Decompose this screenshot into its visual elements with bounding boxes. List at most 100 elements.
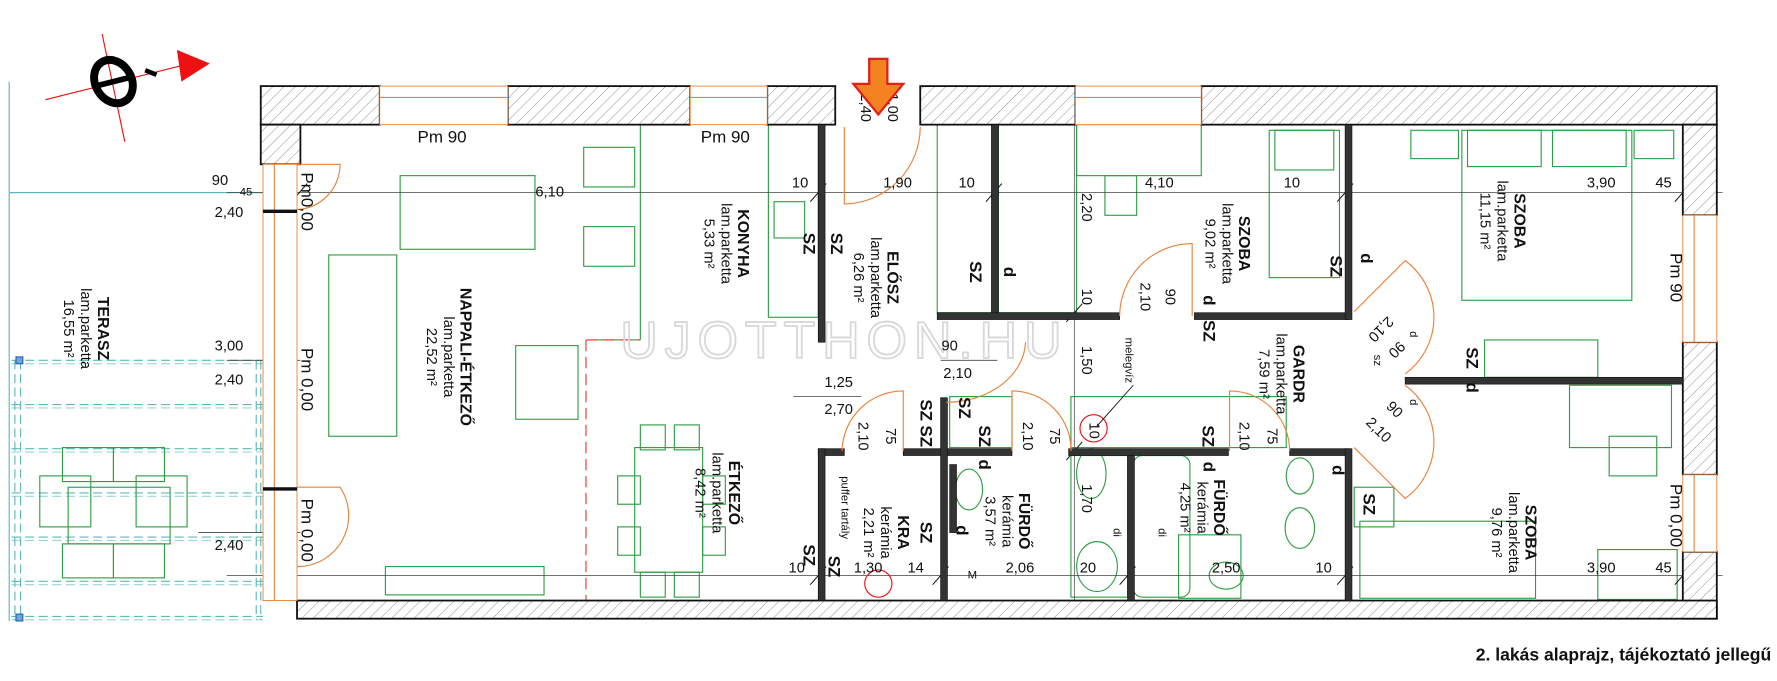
walls-layer — [259, 85, 1718, 620]
dimension-label: 2,50 — [1212, 561, 1241, 577]
door[interactable] — [946, 342, 1027, 403]
window-label: Pm 0,00 — [298, 348, 317, 411]
room-floor: lam.parketta — [867, 237, 883, 319]
dimension-label: 3,90 — [1587, 561, 1616, 577]
chair — [639, 571, 666, 598]
chair — [702, 475, 726, 505]
room-marker: d — [1329, 465, 1348, 475]
room-marker: sz — [1371, 355, 1383, 367]
dimension-label: 2,10 — [1235, 422, 1251, 451]
room-marker: d — [975, 459, 994, 469]
interior-wall — [817, 448, 826, 601]
interior-wall — [1404, 376, 1684, 385]
interior-wall — [1068, 448, 1229, 456]
room-marker: d — [1200, 295, 1219, 305]
door[interactable] — [1353, 259, 1435, 375]
chair — [617, 475, 641, 505]
dimension-label: 10 — [1078, 289, 1094, 305]
chair — [39, 475, 92, 528]
interior-wall — [1344, 124, 1353, 320]
bed — [1359, 520, 1537, 599]
chair — [583, 226, 636, 267]
room-name: FÜRDŐ — [1015, 493, 1034, 549]
chair — [135, 475, 188, 528]
dimension-label: 45 — [1655, 561, 1671, 577]
room-marker: d — [1462, 382, 1481, 392]
cabinet — [1353, 486, 1395, 528]
window-label: Pm 0,00 — [298, 499, 317, 562]
room-name: ÉTKEZŐ — [725, 461, 744, 525]
room-area: 5,33 m² — [700, 219, 716, 269]
boiler-icon — [1079, 414, 1108, 443]
counter — [1070, 396, 1287, 449]
leader-line — [1096, 384, 1134, 427]
toilet — [1285, 457, 1314, 495]
door[interactable] — [296, 163, 341, 211]
door[interactable] — [1353, 384, 1435, 500]
room-floor: lam.parketta — [440, 316, 456, 398]
chair — [673, 571, 700, 598]
interior-wall — [1194, 312, 1349, 320]
dimension-label: 4,10 — [1145, 175, 1174, 191]
room-marker: SZ — [824, 556, 843, 578]
room-floor: lam.parketta — [1505, 492, 1521, 574]
note-label: di — [1156, 528, 1168, 537]
chair — [673, 424, 700, 451]
room-area: 22,52 m² — [423, 328, 439, 386]
room-marker: SZ — [916, 425, 935, 447]
chair — [583, 146, 636, 188]
chair — [617, 526, 641, 556]
wall-stub — [263, 487, 298, 491]
sink — [773, 201, 806, 239]
room-marker: d — [953, 525, 972, 535]
door[interactable] — [1229, 390, 1291, 451]
watermark: UJOTTHON.HU — [620, 312, 1068, 370]
chair — [1104, 175, 1138, 216]
room-name: ELŐSZ — [884, 251, 903, 304]
room-floor: lam.parketta — [77, 288, 93, 370]
dimension-label: 2,20 — [1078, 193, 1094, 222]
exterior-wall — [296, 599, 1718, 620]
room-floor: lam.parketta — [1273, 333, 1289, 415]
door[interactable] — [297, 486, 350, 568]
room-name: SZOBA — [1235, 216, 1252, 272]
room-marker: SZ — [1462, 347, 1481, 369]
dimension-label: 2,40 — [215, 538, 244, 554]
exterior-wall — [1681, 341, 1718, 476]
door[interactable] — [1011, 390, 1072, 451]
toilet — [954, 468, 984, 511]
interior-wall — [940, 397, 948, 601]
exterior-wall — [1200, 85, 1718, 126]
kitchen-counter — [767, 124, 819, 318]
interior-wall — [1344, 448, 1353, 601]
door[interactable] — [841, 390, 904, 451]
chair — [61, 543, 115, 579]
window — [1075, 85, 1202, 126]
room-name: SZOBA — [1522, 505, 1539, 561]
dining-table — [634, 447, 704, 573]
dimension-label: 2,10 — [1365, 313, 1397, 345]
door[interactable] — [1119, 243, 1193, 317]
note-label: M — [968, 570, 977, 582]
wardrobe — [936, 124, 993, 314]
room-marker: d — [1407, 399, 1419, 405]
window — [262, 163, 298, 602]
grid-marker — [15, 613, 24, 622]
dimension-label: 1,30 — [854, 561, 883, 577]
chair — [112, 447, 166, 483]
door[interactable] — [843, 126, 921, 205]
window — [379, 85, 509, 126]
note-label: di — [1110, 528, 1122, 537]
wardrobe — [997, 124, 1078, 314]
dimension-label: 6,10 — [535, 185, 564, 201]
exterior-wall — [766, 85, 837, 126]
room-area: 16,55 m² — [60, 300, 76, 358]
room-floor: kerámia — [998, 495, 1014, 548]
double-bed — [1461, 129, 1633, 301]
room-floor: lam.parketta — [708, 452, 724, 534]
dimension-label: 10 — [792, 175, 808, 191]
dimension-label: 10 — [1086, 422, 1102, 438]
dimension-label: 2,40 — [215, 373, 244, 389]
window — [1682, 474, 1718, 553]
room-floor: lam.parketta — [1494, 180, 1510, 262]
